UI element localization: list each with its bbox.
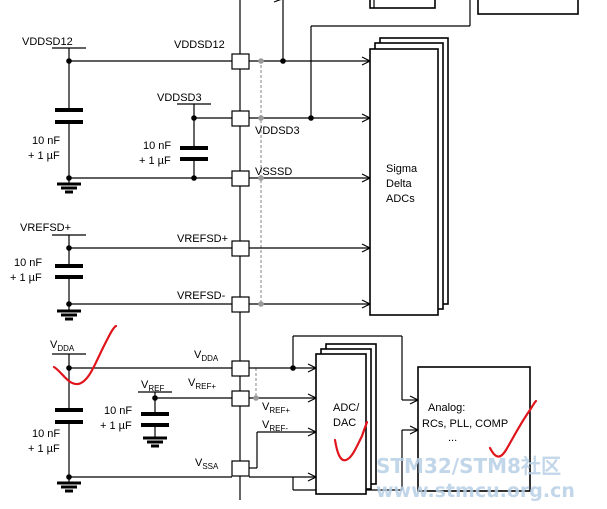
sdadc-label-2: Delta: [386, 178, 413, 190]
capacitor-c2: [180, 146, 208, 178]
cap5-value-1: 10 nF: [104, 405, 132, 417]
adc-dac-block: [315, 343, 377, 495]
pin-vddsd12: [231, 53, 250, 70]
cap4-value-1: 10 nF: [32, 428, 60, 440]
label-vdda-left: VDDA: [50, 339, 75, 353]
ground-symbol-1: [57, 178, 81, 194]
pin-label-vssa: VSSA: [195, 457, 219, 471]
vref-minus-net: [256, 427, 318, 468]
label-vddsd3-left: VDDSD3: [157, 92, 202, 104]
pin-label-vddsd3: VDDSD3: [255, 125, 300, 137]
vrefsd-plus-net: [52, 234, 372, 266]
capacitor-c3: [55, 264, 83, 304]
analog-label-2: RCs, PLL, COMP: [422, 418, 508, 430]
cap4-value-2: + 1 µF: [28, 443, 60, 455]
label-vref-left: VREF: [141, 379, 164, 393]
pin-label-vddsd12: VDDSD12: [174, 39, 225, 51]
pin-vrefsd-plus: [231, 240, 250, 257]
analog-block: [417, 366, 531, 492]
watermark-line-1: STM32/STM8社区: [376, 454, 561, 478]
cap2-value-1: 10 nF: [143, 140, 171, 152]
adc-dac-label-2: DAC: [333, 417, 356, 429]
sdadc-label-1: Sigma: [386, 163, 418, 175]
vsssd-net: [66, 173, 372, 183]
pin-vddsd3: [231, 110, 250, 127]
pin-vsssd: [231, 170, 250, 187]
pin-vdda: [231, 360, 250, 377]
sdadc-label-3: ADCs: [386, 193, 415, 205]
label-vddsd12-left: VDDSD12: [22, 36, 73, 48]
analog-label-1: Analog:: [428, 402, 465, 414]
pin-label-vrefsd-plus: VREFSD+: [177, 233, 228, 245]
pin-vref-plus: [231, 390, 250, 407]
pin-label-vsssd: VSSSD: [255, 166, 292, 178]
inner-label-vref-plus: VREF+: [262, 401, 290, 415]
pin-vrefsd-minus: [231, 296, 250, 313]
pin-vssa: [231, 460, 250, 477]
capacitor-c1: [55, 108, 83, 178]
capacitor-c5: [141, 412, 169, 448]
label-vrefsd-plus-left: VREFSD+: [20, 222, 71, 234]
ground-symbol-3: [57, 477, 81, 493]
inner-label-vref-minus: VREF-: [262, 419, 288, 433]
sigma-delta-adc-block: [369, 37, 449, 316]
pin-label-vref-plus: VREF+: [188, 377, 216, 391]
pins: [231, 53, 250, 477]
cap3-value-1: 10 nF: [14, 257, 42, 269]
watermark-line-2: www.stmcu.org.cn: [376, 480, 575, 502]
cap2-value-2: + 1 µF: [139, 155, 171, 167]
cap1-value-2: + 1 µF: [28, 150, 60, 162]
ground-symbol-2: [57, 304, 81, 321]
pin-label-vrefsd-minus: VREFSD-: [177, 290, 226, 302]
red-annotation-marks: [52, 324, 538, 462]
cap3-value-2: + 1 µF: [10, 272, 42, 284]
pin-label-vdda: VDDA: [194, 349, 219, 363]
vddsd3-net: [177, 0, 471, 148]
vddsd12-net: [52, 47, 372, 110]
top-partial-blocks: [273, 0, 579, 61]
cap5-value-2: + 1 µF: [100, 420, 132, 432]
adc-dac-label-1: ADC/: [333, 402, 360, 414]
analog-label-3: ...: [448, 432, 457, 444]
vref-plus-net: [138, 391, 318, 414]
capacitor-c4: [55, 408, 83, 477]
cap1-value-1: 10 nF: [32, 135, 60, 147]
